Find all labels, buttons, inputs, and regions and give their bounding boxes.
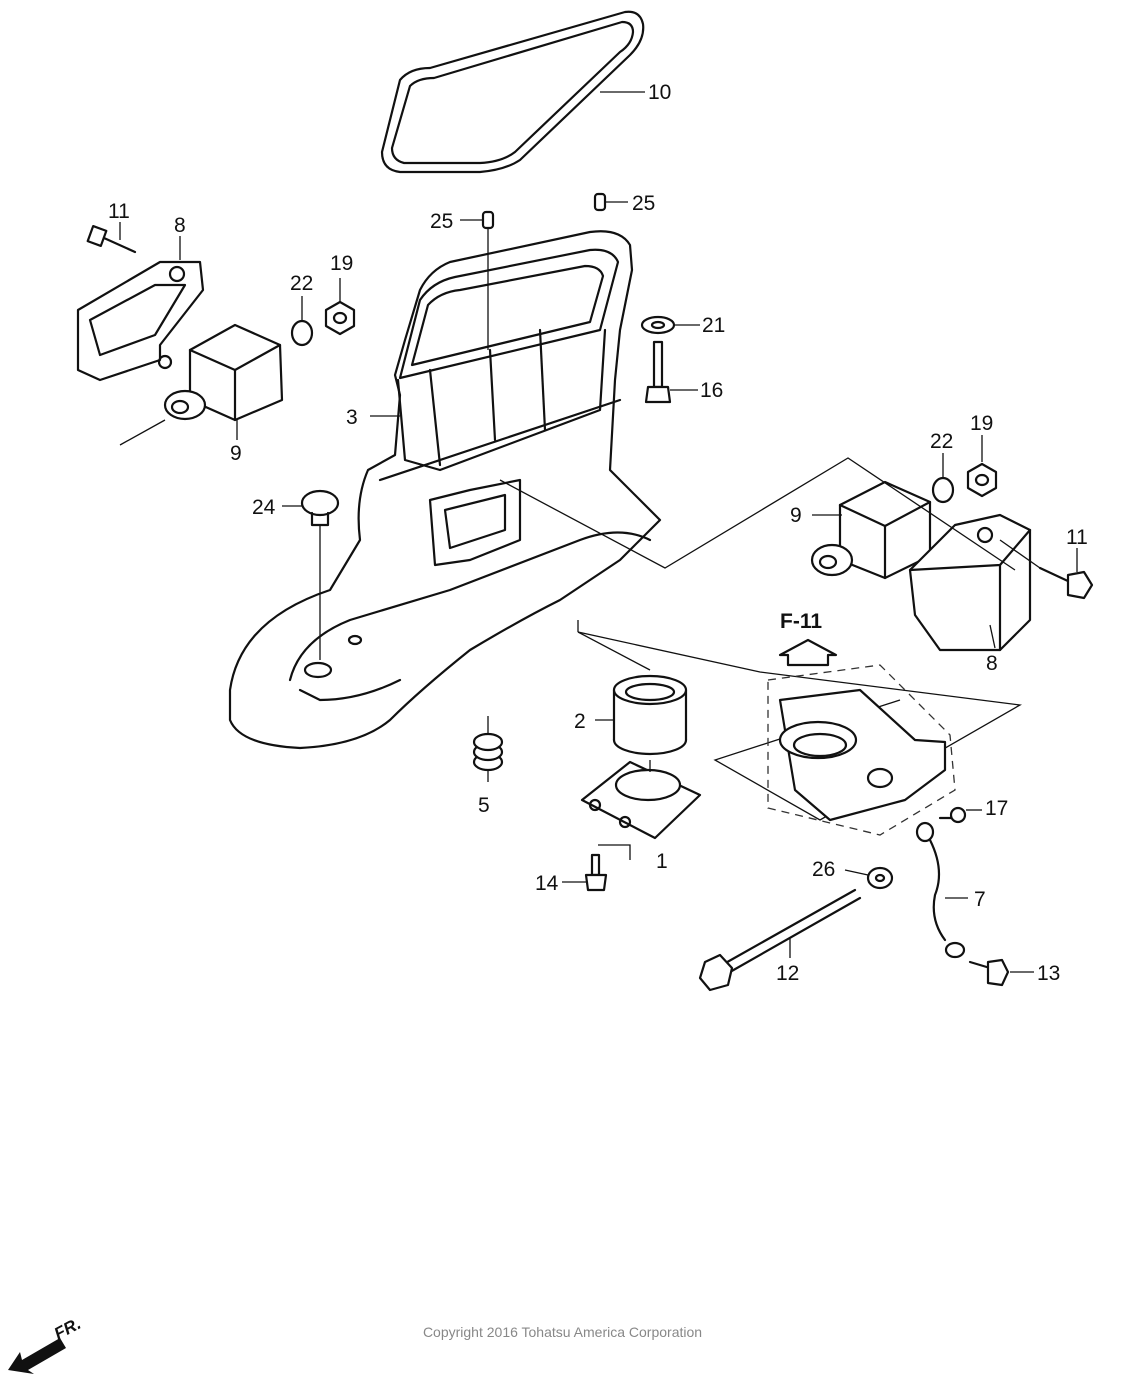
copyright-notice: Copyright 2016 Tohatsu America Corporati… xyxy=(422,1324,703,1340)
callout-19: 19 xyxy=(970,412,993,435)
callout-16: 16 xyxy=(700,379,723,402)
ref-label-f11: F-11 xyxy=(780,610,822,633)
part-1-retainer xyxy=(580,760,702,860)
callout-25: 25 xyxy=(430,210,453,233)
part-26-washer xyxy=(844,866,894,890)
callout-14: 14 xyxy=(535,872,559,895)
part-24-plug xyxy=(282,489,340,660)
callout-26: 26 xyxy=(812,858,835,881)
callout-19: 19 xyxy=(330,252,353,275)
part-3-drive-shaft-housing xyxy=(228,230,662,750)
callout-8: 8 xyxy=(986,652,998,675)
callout-17: 17 xyxy=(985,797,1008,820)
callout-25: 25 xyxy=(632,192,655,215)
callout-13: 13 xyxy=(1037,962,1060,985)
callout-10: 10 xyxy=(648,81,671,104)
part-17-bolt xyxy=(938,806,982,824)
callout-21: 21 xyxy=(702,314,725,337)
part-9-rubber-mount-right xyxy=(810,480,932,580)
callout-24: 24 xyxy=(252,496,276,519)
part-19-nut-left xyxy=(324,278,356,336)
part-16-bolt xyxy=(644,340,698,404)
part-11-bolt-left xyxy=(86,222,137,254)
callout-9: 9 xyxy=(790,504,802,527)
front-direction-arrow-icon xyxy=(8,1338,66,1374)
part-10-gasket xyxy=(380,10,645,174)
callout-11: 11 xyxy=(1066,526,1088,549)
part-7-ground-cable xyxy=(915,821,968,959)
part-25-dowel-pins xyxy=(460,192,628,350)
part-22-washer-right xyxy=(931,453,955,504)
part-2-bearing xyxy=(577,620,688,756)
callout-5: 5 xyxy=(478,794,490,817)
part-19-nut-right xyxy=(966,435,998,498)
callout-12: 12 xyxy=(776,962,799,985)
ref-arrow-up-icon xyxy=(778,638,838,667)
part-8-mount-bracket-left xyxy=(76,236,205,382)
part-5-seal xyxy=(472,716,504,782)
callout-9: 9 xyxy=(230,442,242,465)
part-11-bolt-right xyxy=(999,539,1094,600)
part-8-mount-bracket-right xyxy=(908,513,1032,652)
callout-8: 8 xyxy=(174,214,186,237)
callout-2: 2 xyxy=(574,710,586,733)
part-13-bolt xyxy=(968,958,1034,987)
swivel-bracket-reference xyxy=(767,664,956,836)
callout-11: 11 xyxy=(108,200,130,223)
part-12-through-bolt xyxy=(698,888,862,992)
callout-22: 22 xyxy=(290,272,313,295)
part-22-washer-left xyxy=(290,296,314,347)
part-9-rubber-mount-left xyxy=(119,323,284,446)
part-21-washer xyxy=(640,315,700,335)
callout-1: 1 xyxy=(656,850,668,873)
callout-7: 7 xyxy=(974,888,986,911)
callout-22: 22 xyxy=(930,430,953,453)
part-14-bolt xyxy=(562,853,608,892)
callout-3: 3 xyxy=(346,406,358,429)
